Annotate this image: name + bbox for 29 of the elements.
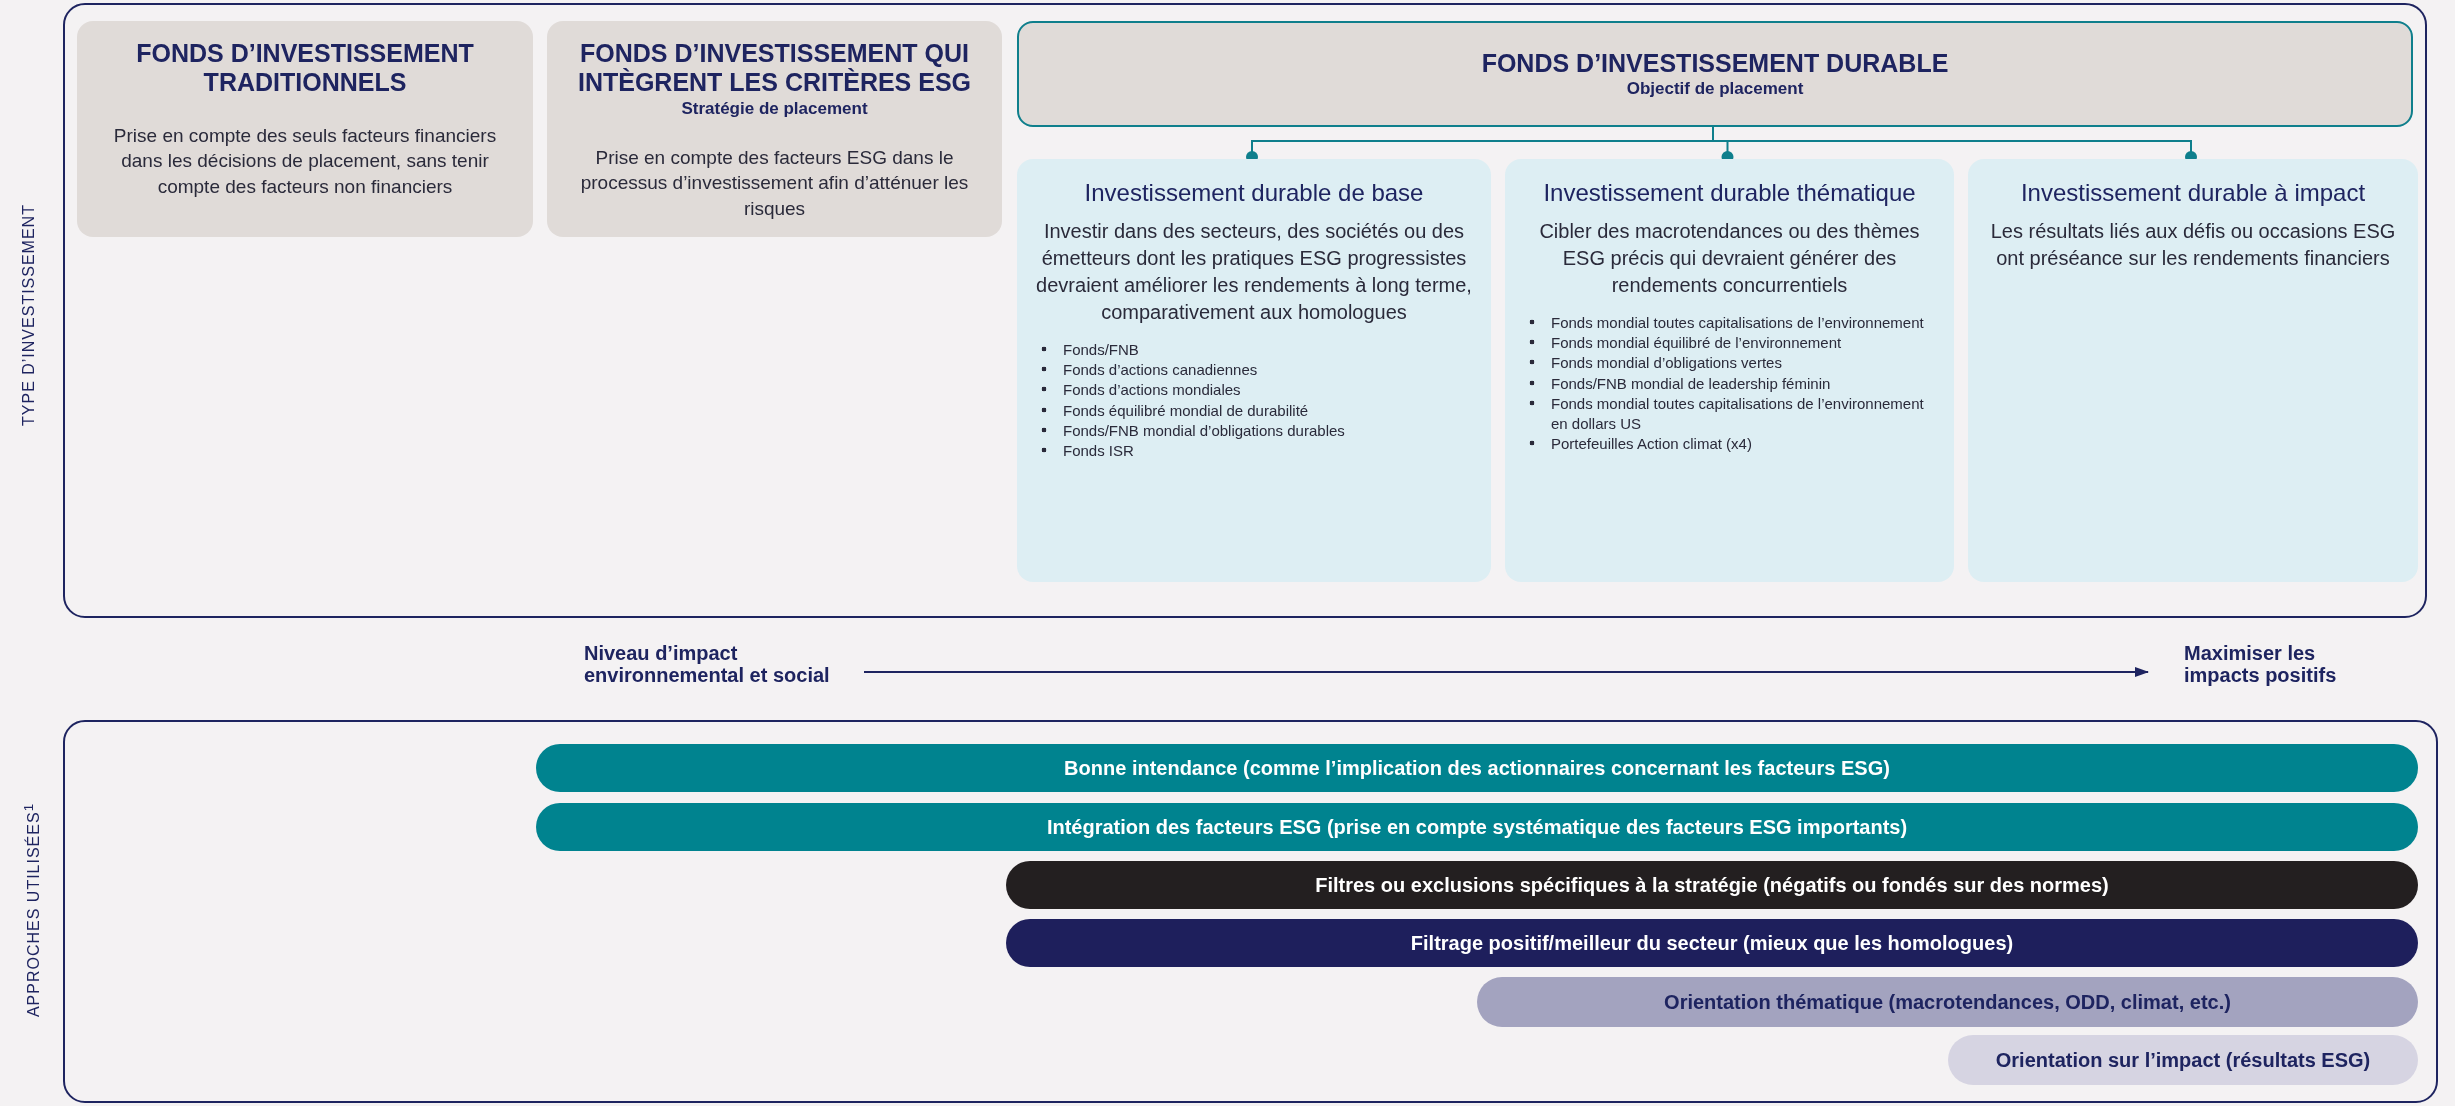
description: Prise en compte des seuls facteurs financiers dans les décisions de placement, sans tenir compte des facteurs non financiers xyxy=(112,123,498,199)
approach-bar: Filtrage positif/meilleur du secteur (mieux que les homologues) xyxy=(1006,919,2418,967)
heading: FONDS D’INVESTISSEMENT TRADITIONNELS xyxy=(135,39,475,97)
subheading: Objectif de placement xyxy=(1625,79,1805,100)
category-card xyxy=(77,21,533,237)
strategy-card xyxy=(1505,159,1954,582)
heading: FONDS D’INVESTISSEMENT DURABLE xyxy=(1480,48,1950,78)
strategy-card xyxy=(1968,159,2418,582)
approach-bar: Intégration des facteurs ESG (prise en compte systématique des facteurs ESG importants) xyxy=(536,803,2418,851)
approach-bar: Orientation sur l’impact (résultats ESG) xyxy=(1948,1035,2418,1085)
description: Investir dans des secteurs, des sociétés ou des émetteurs dont les pratiques ESG progressistes devraient améliorer les rendements à long terme, comparativement aux homologues xyxy=(1035,218,1473,325)
approach-bar: Bonne intendance (comme l’implication des actionnaires concernant les facteurs ESG) xyxy=(536,744,2418,792)
category-card xyxy=(547,21,1002,237)
axis-label: Niveau d’impact environnemental et social xyxy=(584,642,884,690)
heading: Investissement durable à impact xyxy=(2019,179,2367,208)
description: Les résultats liés aux défis ou occasions ESG ont préséance sur les rendements financiers xyxy=(1989,218,2397,271)
approach-bar: Filtres ou exclusions spécifiques à la stratégie (négatifs ou fondés sur des normes) xyxy=(1006,861,2418,909)
heading: Investissement durable thématique xyxy=(1542,179,1917,208)
description: Prise en compte des facteurs ESG dans le processus d’investissement afin d’atténuer les risques xyxy=(579,145,970,221)
description: Cibler des macrotendances ou des thèmes ESG précis qui devraient générer des rendements concurrentiels xyxy=(1538,218,1921,298)
approach-bar: Orientation thématique (macrotendances, ODD, climat, etc.) xyxy=(1477,977,2418,1027)
arrow xyxy=(863,667,2149,677)
category-card xyxy=(1017,21,2413,127)
subheading: Stratégie de placement xyxy=(680,98,869,119)
side-label: TYPE D’INVESTISSEMENT xyxy=(19,203,38,428)
strategy-card xyxy=(1017,159,1491,582)
heading: FONDS D’INVESTISSEMENT QUI INTÈGRENT LES CRITÈRES ESG xyxy=(576,39,973,97)
axis-label: Maximiser les impacts positifs xyxy=(2184,642,2384,690)
heading: Investissement durable de base xyxy=(1083,179,1425,208)
